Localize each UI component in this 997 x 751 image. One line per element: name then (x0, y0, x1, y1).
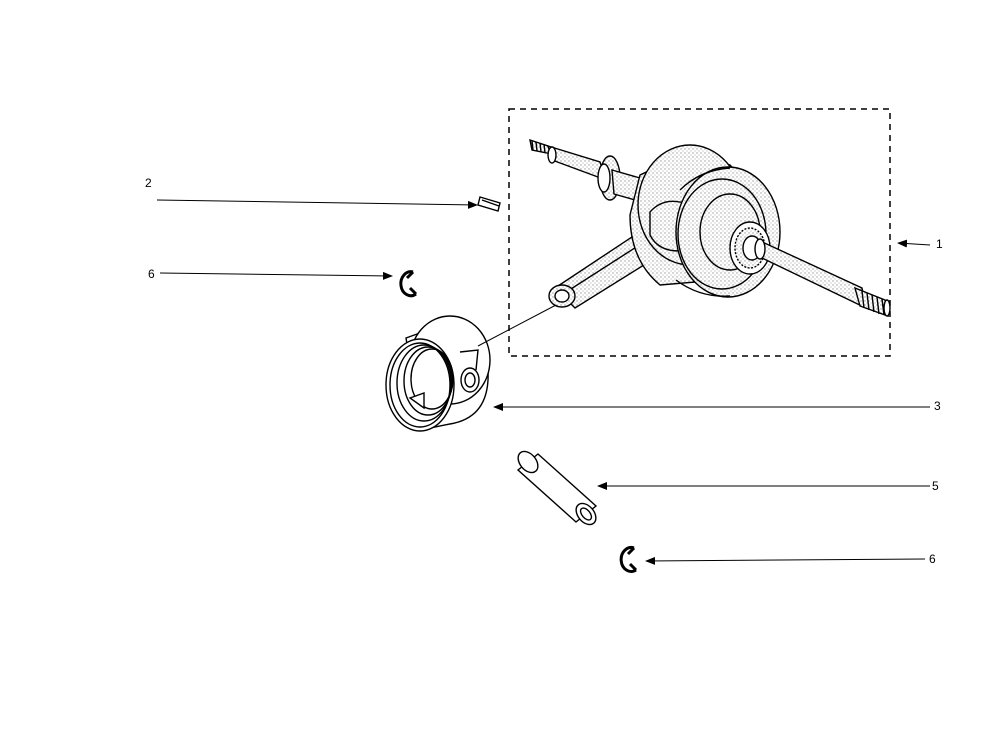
leader-6-upper (159, 271, 393, 280)
callout-6-lower: 6 (929, 552, 936, 566)
leader-lines (156, 199, 931, 565)
circlip-lower (619, 546, 638, 573)
crankshaft-right-shaft (754, 238, 891, 318)
callout-5: 5 (932, 479, 939, 493)
woodruff-key (477, 196, 501, 212)
piston (385, 315, 491, 432)
leader-2 (156, 199, 478, 209)
piston-to-rod-line (477, 304, 557, 347)
leader-1 (897, 239, 931, 248)
leader-6-lower (645, 556, 926, 565)
crankshaft-assembly (529, 138, 891, 318)
crankshaft-left-shaft (529, 138, 643, 203)
piston-pin (516, 450, 598, 526)
callout-1: 1 (936, 237, 943, 251)
crankshaft-assembly-box (508, 108, 891, 357)
callout-3: 3 (934, 399, 941, 413)
callout-2: 2 (145, 176, 152, 190)
circlip-upper (399, 270, 418, 298)
callout-6-upper: 6 (148, 267, 155, 281)
